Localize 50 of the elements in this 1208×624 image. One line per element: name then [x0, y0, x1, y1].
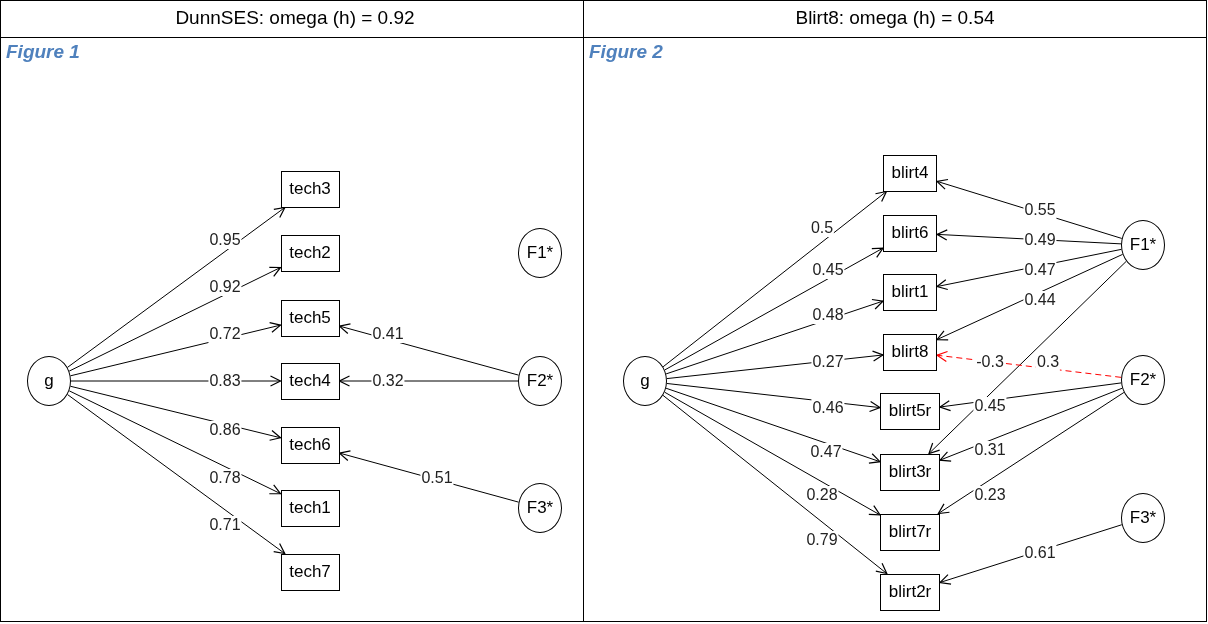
arrow [664, 391, 881, 516]
arrow [662, 394, 888, 575]
factor-ellipse: g [27, 356, 71, 406]
variable-box: blirt1 [883, 273, 937, 311]
variable-box: tech3 [280, 170, 340, 208]
variable-box: tech4 [280, 362, 340, 400]
arrow [68, 390, 282, 495]
edge-label: 0.95 [208, 231, 242, 249]
arrow [928, 260, 1127, 455]
factor-ellipse: F3* [518, 483, 562, 533]
variable-box: blirt5r [880, 392, 940, 430]
edge-label: 0.48 [811, 306, 845, 324]
header-text: Blirt8: omega (h) = 0.54 [794, 6, 996, 30]
variable-box: blirt2r [880, 573, 940, 611]
edge-label: 0.51 [420, 469, 454, 487]
arrow [664, 247, 884, 371]
edge-label: 0.92 [208, 278, 242, 296]
variable-box: blirt8 [883, 333, 937, 371]
edge-label: 0.72 [208, 325, 242, 343]
arrow [665, 387, 881, 464]
arrow [937, 391, 1125, 515]
variable-box: tech5 [280, 299, 340, 337]
factor-ellipse: F2* [1121, 355, 1165, 405]
variable-box: blirt3r [880, 453, 940, 491]
arrow [66, 206, 286, 368]
variable-box: blirt4 [883, 154, 937, 192]
figure-caption: Figure 1 [6, 40, 80, 64]
arrow [936, 253, 1124, 341]
factor-ellipse: g [623, 356, 667, 406]
edge-label: 0.45 [811, 261, 845, 279]
figure-caption: Figure 2 [589, 40, 663, 64]
variable-box: blirt7r [880, 513, 940, 551]
header-text: DunnSES: omega (h) = 0.92 [174, 6, 416, 30]
variable-box: blirt6 [883, 214, 937, 252]
variable-box: tech7 [280, 553, 340, 591]
edge-label: 0.41 [371, 325, 405, 343]
arrow [68, 266, 282, 372]
factor-ellipse: F1* [1121, 220, 1165, 270]
edge-label: 0.55 [1023, 201, 1057, 219]
arrow [662, 190, 888, 368]
variable-box: tech1 [280, 489, 340, 527]
edge-label: 0.5 [809, 219, 835, 237]
edge-label: 0.3 [1035, 353, 1061, 371]
factor-ellipse: F2* [518, 356, 562, 406]
factor-ellipse: F1* [518, 228, 562, 278]
arrow [67, 394, 286, 555]
variable-box: tech6 [280, 426, 340, 464]
variable-box: tech2 [280, 234, 340, 272]
factor-ellipse: F3* [1121, 493, 1165, 543]
arrow [939, 387, 1123, 462]
